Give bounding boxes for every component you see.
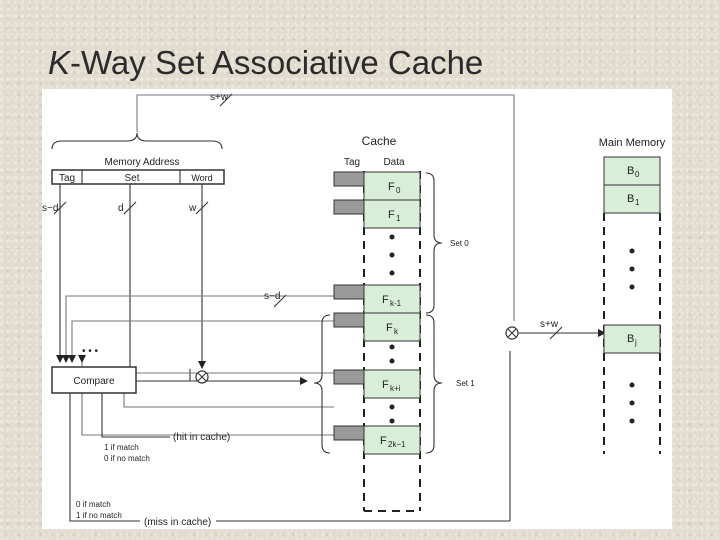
hit-path <box>101 393 170 438</box>
cache-f2k: F <box>380 435 387 447</box>
miss-code-2: 1 if no match <box>76 511 122 520</box>
compare-box <box>51 366 137 394</box>
compare-ellipsis: • • • <box>82 346 99 357</box>
set-field: Set <box>124 173 139 184</box>
mem-b1: B <box>627 193 634 205</box>
mem-bj: B <box>627 333 634 345</box>
cache-line-fk-1 <box>363 284 421 314</box>
mem-b1-sub: 1 <box>635 198 640 207</box>
cache-data-header: Data <box>383 157 405 168</box>
mem-bus-label: s+w <box>540 319 559 330</box>
cache-line-f0 <box>363 171 421 201</box>
set1-brace <box>425 314 443 454</box>
hit-label: (hit in cache) <box>173 432 230 443</box>
set0-label: Set 0 <box>450 239 469 248</box>
cache-fk-1-sub: k-1 <box>390 299 402 308</box>
memory-address-box <box>51 169 225 185</box>
set1-label: Set 1 <box>456 379 475 388</box>
cache-title: Cache <box>362 134 397 148</box>
tag-bus-label: s−d <box>264 291 280 302</box>
main-memory-title: Main Memory <box>599 137 666 149</box>
tag-bus-line <box>65 295 334 355</box>
slide-title: K-Way Set Associative Cache <box>48 44 483 82</box>
cache-fk: F <box>386 322 393 334</box>
cache-tag-header: Tag <box>344 157 360 168</box>
mem-b0-sub: 0 <box>635 170 640 179</box>
cache-line-f2k-1 <box>363 425 421 455</box>
mem-b0: B <box>627 165 634 177</box>
cache-f1-sub: 1 <box>396 214 401 223</box>
top-width-label: s+w <box>210 92 229 103</box>
cache-line-fk <box>363 312 421 342</box>
address-feed-line <box>136 94 515 321</box>
memory-block-b1 <box>603 184 661 214</box>
slash-top <box>219 93 233 107</box>
cache-line-fk-i <box>363 369 421 399</box>
set1-left-brace <box>313 314 331 454</box>
cache-fk-1: F <box>382 294 389 306</box>
memory-block-bj <box>603 324 661 354</box>
mem-bj-sub: j <box>634 338 637 347</box>
cache-fk-i: F <box>382 379 389 391</box>
cache-f0: F <box>388 181 395 193</box>
tag-width-label: s−d <box>42 203 58 214</box>
cache-fk-sub: k <box>394 327 399 336</box>
set0-brace <box>425 172 443 314</box>
word-field: Word <box>191 173 212 183</box>
address-brace <box>51 132 223 150</box>
miss-code-1: 0 if match <box>76 500 111 509</box>
miss-path <box>69 393 140 522</box>
memory-address-label: Memory Address <box>104 157 179 168</box>
tag-cell-1 <box>333 199 365 215</box>
set-width-label: d <box>118 203 124 214</box>
word-width-label: w <box>188 203 197 214</box>
title-k: K <box>48 44 71 81</box>
cache-line-f1 <box>363 199 421 229</box>
title-rest: -Way Set Associative Cache <box>70 44 484 81</box>
tag-cell-k1 <box>333 284 365 300</box>
cache-f1: F <box>388 209 395 221</box>
cache-f0-sub: 0 <box>396 186 401 195</box>
hit-code-1: 1 if match <box>104 443 139 452</box>
cache-f2k-sub: 2k−1 <box>388 440 406 449</box>
miss-label: (miss in cache) <box>144 517 211 528</box>
set-to-mux <box>130 369 191 382</box>
hit-code-2: 0 if no match <box>104 454 150 463</box>
tag-cell-2k <box>333 425 365 441</box>
tag-cell-ki <box>333 369 365 385</box>
diagram-panel: s+w Memory Address Tag Set Word s−d d w … <box>42 89 672 529</box>
compare-label: Compare <box>73 376 115 387</box>
cache-fk-i-sub: k+i <box>390 384 401 393</box>
cache-diagram: s+w Memory Address Tag Set Word s−d d w … <box>42 92 666 528</box>
tag-cell-k <box>333 312 365 328</box>
tag-cell-0 <box>333 171 365 187</box>
tag-field: Tag <box>59 173 75 184</box>
